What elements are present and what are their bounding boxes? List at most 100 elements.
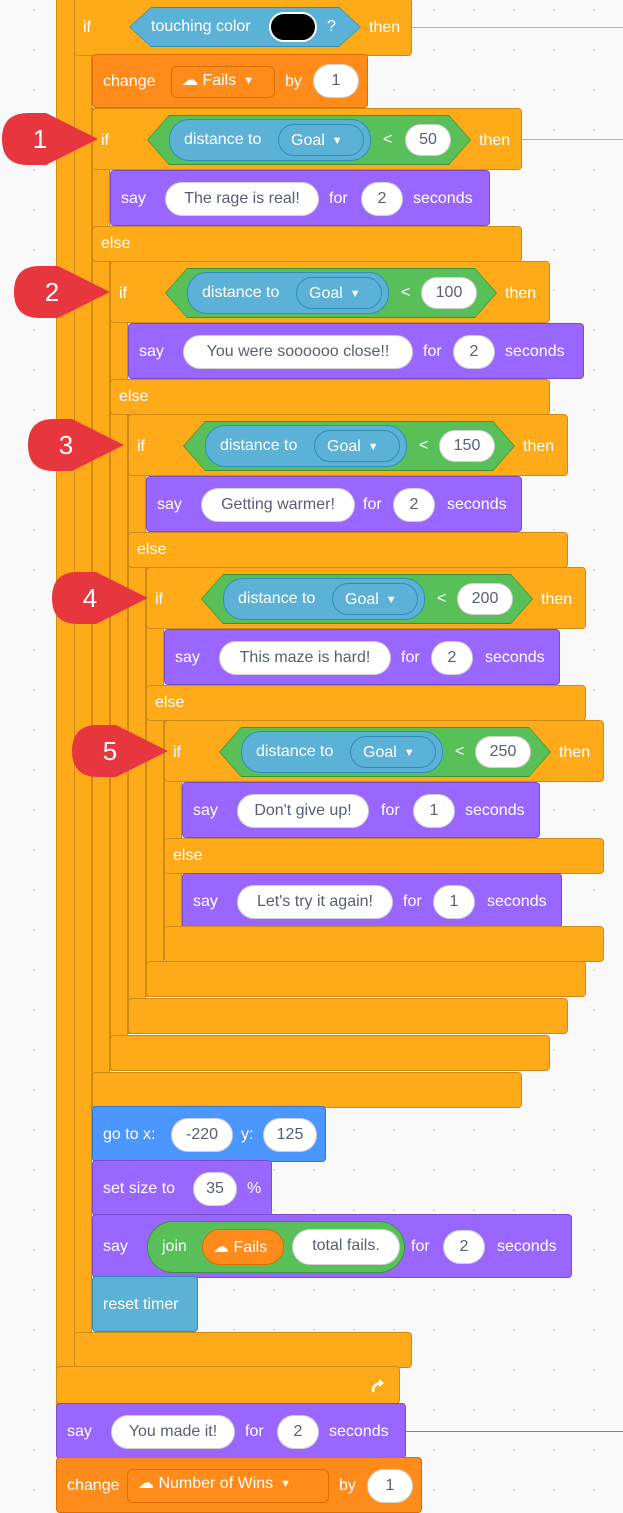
distance-to-reporter[interactable]: distance to Goal▼ bbox=[223, 578, 425, 620]
say-block[interactable]: say Don't give up! for 1 seconds bbox=[182, 782, 540, 838]
say-block[interactable]: say The rage is real! for 2 seconds bbox=[110, 170, 490, 226]
say-label: say bbox=[157, 496, 182, 513]
change-value-input[interactable]: 1 bbox=[313, 64, 359, 98]
connector-line bbox=[405, 1431, 623, 1432]
distance-to-reporter[interactable]: distance to Goal▼ bbox=[205, 425, 407, 467]
say-join-block[interactable]: say join ☁ Fails total fails. for 2 seco… bbox=[92, 1214, 572, 1278]
if-else-2-header[interactable]: if distance to Goal▼ < 100 then bbox=[110, 261, 550, 323]
if-touching-color-block[interactable]: if touching color ? then bbox=[74, 0, 412, 56]
distance-to-label: distance to bbox=[220, 437, 298, 454]
distance-to-reporter[interactable]: distance to Goal▼ bbox=[169, 119, 371, 161]
goal-dropdown[interactable]: Goal▼ bbox=[296, 277, 382, 309]
chevron-down-icon: ▼ bbox=[367, 441, 379, 453]
if-else-5-header[interactable]: if distance to Goal▼ < 250 then bbox=[164, 720, 604, 782]
seconds-input[interactable]: 2 bbox=[277, 1415, 319, 1449]
if-else-3-header[interactable]: if distance to Goal▼ < 150 then bbox=[128, 414, 568, 476]
seconds-input[interactable]: 1 bbox=[433, 885, 475, 919]
goal-dropdown[interactable]: Goal▼ bbox=[278, 124, 364, 156]
seconds-input[interactable]: 2 bbox=[443, 1230, 485, 1264]
less-than-operator[interactable]: distance to Goal▼ < 50 bbox=[147, 115, 471, 165]
else-label: else bbox=[155, 694, 185, 711]
say-message-input[interactable]: You were soooooo close!! bbox=[183, 335, 413, 369]
compare-value-input[interactable]: 50 bbox=[405, 124, 451, 156]
change-fails-block[interactable]: change ☁ Fails▼ by 1 bbox=[92, 54, 368, 108]
callout-marker-5: 5 bbox=[70, 723, 170, 784]
if-label: if bbox=[101, 132, 109, 149]
say-block[interactable]: say Let's try it again! for 1 seconds bbox=[182, 873, 562, 929]
seconds-label: seconds bbox=[485, 649, 545, 666]
fails-variable-dropdown[interactable]: ☁ Fails▼ bbox=[171, 66, 275, 98]
seconds-input[interactable]: 2 bbox=[361, 182, 403, 216]
seconds-label: seconds bbox=[465, 802, 525, 819]
color-swatch[interactable] bbox=[269, 12, 317, 42]
say-message-input[interactable]: Let's try it again! bbox=[237, 885, 393, 919]
seconds-label: seconds bbox=[413, 190, 473, 207]
say-made-it-block[interactable]: say You made it! for 2 seconds bbox=[56, 1403, 406, 1459]
less-than-label: < bbox=[401, 284, 411, 301]
seconds-input[interactable]: 1 bbox=[413, 794, 455, 828]
wins-variable-dropdown[interactable]: ☁ Number of Wins▼ bbox=[127, 1469, 329, 1503]
goal-dropdown[interactable]: Goal▼ bbox=[314, 430, 400, 462]
distance-to-reporter[interactable]: distance to Goal▼ bbox=[187, 272, 389, 314]
say-block[interactable]: say You were soooooo close!! for 2 secon… bbox=[128, 323, 584, 379]
else-4-bar: else bbox=[146, 685, 586, 721]
say-message-input[interactable]: The rage is real! bbox=[165, 182, 319, 216]
say-block[interactable]: say This maze is hard! for 2 seconds bbox=[164, 629, 560, 685]
seconds-input[interactable]: 2 bbox=[393, 488, 435, 522]
goal-dropdown[interactable]: Goal▼ bbox=[350, 736, 436, 768]
say-label: say bbox=[193, 802, 218, 819]
loop-arrow-icon bbox=[371, 1379, 384, 1393]
seconds-label: seconds bbox=[497, 1238, 557, 1255]
change-wins-block[interactable]: change ☁ Number of Wins▼ by 1 bbox=[56, 1457, 422, 1513]
say-message-input[interactable]: You made it! bbox=[111, 1415, 235, 1449]
go-to-xy-block[interactable]: go to x: -220 y: 125 bbox=[92, 1106, 326, 1162]
if-touching-footer bbox=[74, 1332, 412, 1368]
if-else-1-header[interactable]: if distance to Goal▼ < 50 then bbox=[92, 108, 522, 170]
compare-value-input[interactable]: 250 bbox=[475, 736, 531, 768]
x-input[interactable]: -220 bbox=[171, 1118, 233, 1152]
say-message-input[interactable]: Getting warmer! bbox=[201, 488, 355, 522]
seconds-input[interactable]: 2 bbox=[431, 641, 473, 675]
join-operator[interactable]: join ☁ Fails total fails. bbox=[147, 1221, 405, 1273]
for-label: for bbox=[401, 649, 420, 666]
for-label: for bbox=[423, 343, 442, 360]
y-input[interactable]: 125 bbox=[263, 1118, 317, 1152]
join-text-input[interactable]: total fails. bbox=[292, 1229, 400, 1265]
forever-arm bbox=[56, 0, 76, 1430]
say-message-input[interactable]: Don't give up! bbox=[237, 794, 369, 828]
chevron-down-icon: ▼ bbox=[349, 288, 361, 300]
goal-dropdown[interactable]: Goal▼ bbox=[332, 583, 418, 615]
distance-to-reporter[interactable]: distance to Goal▼ bbox=[241, 731, 443, 773]
less-than-operator[interactable]: distance to Goal▼ < 200 bbox=[201, 574, 533, 624]
compare-value-input[interactable]: 200 bbox=[457, 583, 513, 615]
cloud-icon: ☁ bbox=[213, 1239, 229, 1256]
say-label: say bbox=[121, 190, 146, 207]
compare-value-input[interactable]: 150 bbox=[439, 430, 495, 462]
reset-timer-block[interactable]: reset timer bbox=[92, 1276, 198, 1332]
say-label: say bbox=[193, 893, 218, 910]
less-than-operator[interactable]: distance to Goal▼ < 100 bbox=[165, 268, 497, 318]
for-label: for bbox=[403, 893, 422, 910]
if-else-4-header[interactable]: if distance to Goal▼ < 200 then bbox=[146, 567, 586, 629]
say-message-input[interactable]: This maze is hard! bbox=[219, 641, 391, 675]
set-size-block[interactable]: set size to 35 % bbox=[92, 1160, 272, 1216]
less-than-operator[interactable]: distance to Goal▼ < 150 bbox=[183, 421, 515, 471]
cloud-icon: ☁ bbox=[182, 72, 198, 89]
less-than-operator[interactable]: distance to Goal▼ < 250 bbox=[219, 727, 551, 777]
seconds-label: seconds bbox=[487, 893, 547, 910]
distance-to-label: distance to bbox=[202, 284, 280, 301]
callout-marker-2: 2 bbox=[12, 264, 112, 325]
if-label: if bbox=[119, 285, 127, 302]
say-block[interactable]: say Getting warmer! for 2 seconds bbox=[146, 476, 522, 532]
y-label: y: bbox=[241, 1126, 254, 1143]
distance-to-label: distance to bbox=[238, 590, 316, 607]
go-to-label: go to x: bbox=[103, 1126, 156, 1143]
then-label: then bbox=[523, 438, 555, 455]
size-input[interactable]: 35 bbox=[193, 1172, 237, 1206]
fails-variable-reporter[interactable]: ☁ Fails bbox=[202, 1229, 284, 1265]
seconds-input[interactable]: 2 bbox=[453, 335, 495, 369]
compare-value-input[interactable]: 100 bbox=[421, 277, 477, 309]
change-value-input[interactable]: 1 bbox=[367, 1469, 413, 1503]
then-label: then bbox=[369, 19, 401, 36]
touching-color-reporter[interactable]: touching color ? bbox=[129, 7, 361, 47]
